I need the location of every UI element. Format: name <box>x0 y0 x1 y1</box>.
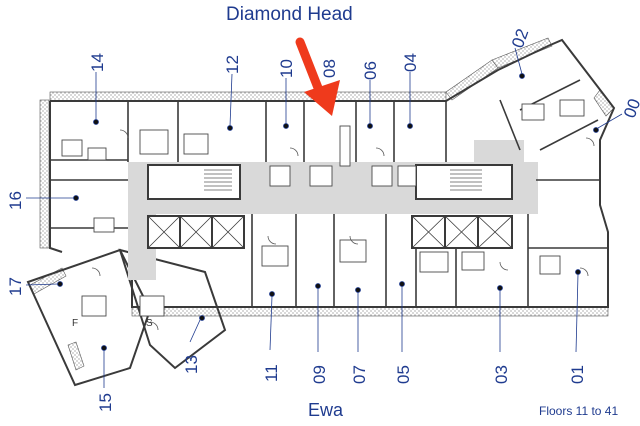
unit-label-05: 05 <box>394 365 413 384</box>
unit-label-08: 08 <box>320 59 339 78</box>
room-letter-s: S <box>146 318 153 329</box>
unit-label-16: 16 <box>6 191 25 210</box>
unit-label-03: 03 <box>492 365 511 384</box>
fixtures <box>61 99 585 317</box>
orientation-bottom-label: Ewa <box>308 400 344 420</box>
unit-markers <box>25 47 623 388</box>
unit-label-17: 17 <box>6 277 25 296</box>
unit-label-04: 04 <box>401 53 420 72</box>
unit-label-12: 12 <box>223 55 242 74</box>
orientation-top-label: Diamond Head <box>226 4 353 25</box>
unit-label-07: 07 <box>350 365 369 384</box>
balconies <box>29 37 615 371</box>
door-swings <box>91 129 595 331</box>
unit-label-10: 10 <box>277 59 296 78</box>
unit-label-15: 15 <box>96 393 115 412</box>
down-arrow-icon <box>295 37 340 116</box>
unit-label-01: 01 <box>568 365 587 384</box>
unit-walls <box>50 79 608 307</box>
stair-treads <box>204 169 482 191</box>
unit-label-13: 13 <box>182 355 201 374</box>
unit-label-06: 06 <box>361 61 380 80</box>
floors-note: Floors 11 to 41 <box>539 404 619 418</box>
unit-label-11: 11 <box>262 364 281 382</box>
room-letter-f: F <box>72 318 79 329</box>
unit-label-09: 09 <box>310 365 329 384</box>
unit-label-14: 14 <box>88 53 107 72</box>
